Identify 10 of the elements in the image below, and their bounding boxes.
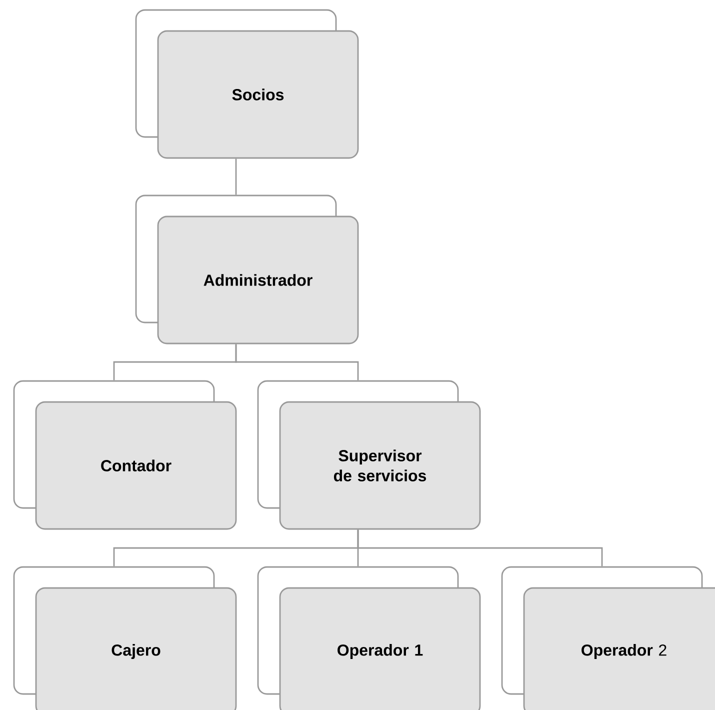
org-box: Supervisor de servicios xyxy=(257,380,481,530)
org-box: Operador 1 xyxy=(257,566,481,710)
org-box: Administrador xyxy=(135,194,359,344)
org-box: Socios xyxy=(135,9,359,159)
org-box: Cajero xyxy=(13,566,237,710)
connector-line xyxy=(235,158,237,195)
org-box: Operador 2 xyxy=(501,566,715,710)
org-box: Contador xyxy=(13,380,237,530)
connector-line xyxy=(235,344,359,380)
connector-line xyxy=(357,530,603,566)
